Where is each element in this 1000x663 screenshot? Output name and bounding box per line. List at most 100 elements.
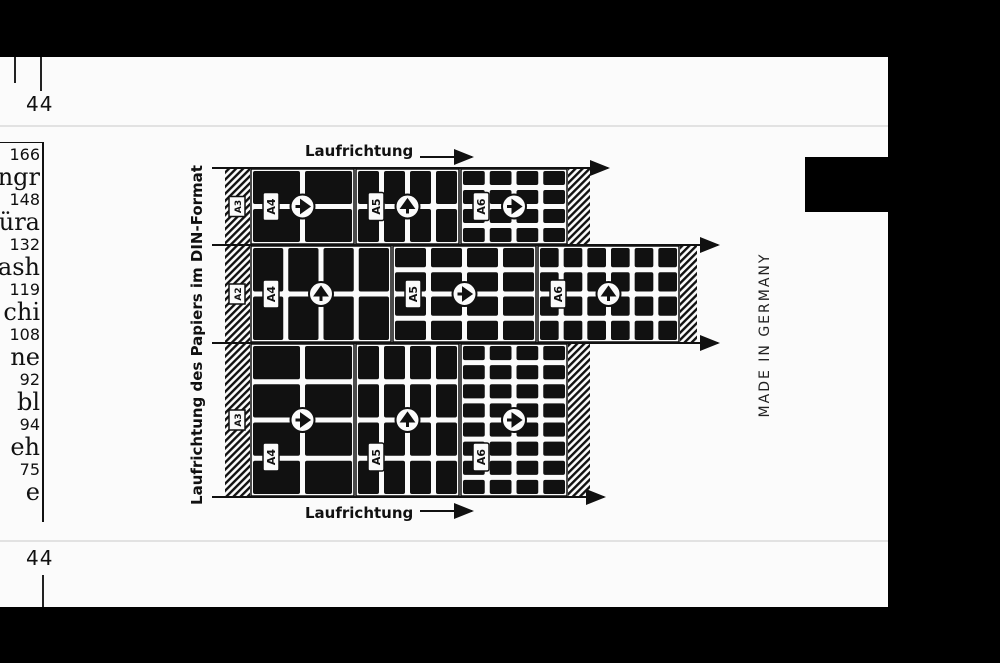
index-number: 132 (9, 235, 40, 254)
page-block (489, 441, 512, 456)
page-block (503, 248, 534, 268)
page-block (563, 248, 583, 268)
page-block (503, 272, 534, 292)
side-format-label-box (228, 195, 246, 218)
page-block (305, 460, 352, 494)
format-label-box (262, 279, 280, 309)
page-block (543, 479, 565, 494)
page-block (384, 171, 405, 204)
page-block (563, 272, 583, 292)
page-block (587, 320, 606, 340)
page-block (463, 228, 485, 242)
page-number-top: 44 (26, 92, 54, 116)
page-block (463, 384, 485, 399)
format-label: A4 (265, 286, 278, 303)
format-label-box (549, 279, 567, 309)
format-label: A6 (552, 286, 565, 303)
page-block (634, 272, 654, 292)
page-block (543, 365, 565, 380)
format-label-box (472, 442, 490, 472)
arrow-right-icon (295, 198, 312, 215)
index-number: 108 (9, 325, 40, 344)
page-block (563, 296, 583, 316)
page-block (358, 346, 379, 380)
page-block (658, 248, 677, 268)
page-block (467, 248, 498, 268)
page-block (384, 384, 405, 418)
format-label-box (404, 279, 422, 309)
page-block (516, 441, 539, 456)
bottom-direction-label: Laufrichtung (305, 504, 413, 522)
page-block (253, 384, 300, 418)
arrow-right-icon (295, 412, 312, 428)
page-block (384, 346, 405, 380)
page-block (489, 384, 512, 399)
index-word-fragment: ne (10, 343, 40, 371)
arrow-up-icon (313, 285, 329, 301)
format-label-box (367, 442, 385, 472)
page-block (543, 228, 565, 242)
format-label: A6 (475, 449, 488, 466)
page-block (543, 190, 565, 204)
page-block (384, 209, 405, 242)
page-block (611, 248, 630, 268)
page-block (658, 296, 677, 316)
arrow-right-icon (507, 412, 523, 428)
page-block (540, 248, 559, 268)
page-block (543, 460, 565, 475)
page-block (410, 171, 431, 204)
arrow-right-icon (507, 198, 523, 215)
side-format-label: A3 (234, 413, 244, 426)
page-block (395, 248, 426, 268)
page-block (543, 346, 565, 361)
index-number: 94 (19, 415, 40, 434)
page-block (516, 460, 539, 475)
page-block (253, 346, 300, 380)
page-block (410, 346, 431, 380)
page-block (436, 384, 457, 418)
page-block (463, 365, 485, 380)
page-block (436, 209, 457, 242)
page-block (543, 171, 565, 185)
page-block (395, 320, 426, 340)
page-block (410, 422, 431, 456)
page-block (489, 171, 512, 185)
page-block (516, 479, 539, 494)
format-label: A5 (370, 449, 383, 465)
page-block (358, 384, 379, 418)
page-block (358, 248, 389, 292)
page-block (489, 346, 512, 361)
format-label-box (367, 191, 385, 222)
page-block (410, 384, 431, 418)
index-word-fragment: ngr (0, 163, 40, 191)
top-direction-label: Laufrichtung (305, 142, 413, 160)
page-block (305, 171, 352, 204)
page-block (431, 320, 462, 340)
page-block (516, 384, 539, 399)
card-notch (805, 157, 888, 212)
side-format-label-box (228, 283, 246, 305)
arrow-up-icon (600, 285, 617, 301)
page-block (503, 296, 534, 316)
arrow-up-icon (399, 411, 416, 427)
page-block (489, 228, 512, 242)
page-block (463, 346, 485, 361)
format-label: A5 (407, 286, 420, 302)
page-block (410, 209, 431, 242)
page-block (503, 320, 534, 340)
page-block (384, 422, 405, 456)
page-block (463, 403, 485, 418)
format-label: A4 (265, 198, 278, 215)
scale-tick (14, 57, 16, 83)
page-block (305, 422, 352, 456)
page-block (305, 346, 352, 380)
index-word-fragment: e (25, 478, 40, 506)
hatched-margin (568, 343, 590, 497)
page-block (463, 479, 485, 494)
page-block (431, 248, 462, 268)
side-format-label-box (228, 409, 246, 431)
index-number: 148 (9, 190, 40, 209)
format-label: A5 (370, 198, 383, 214)
